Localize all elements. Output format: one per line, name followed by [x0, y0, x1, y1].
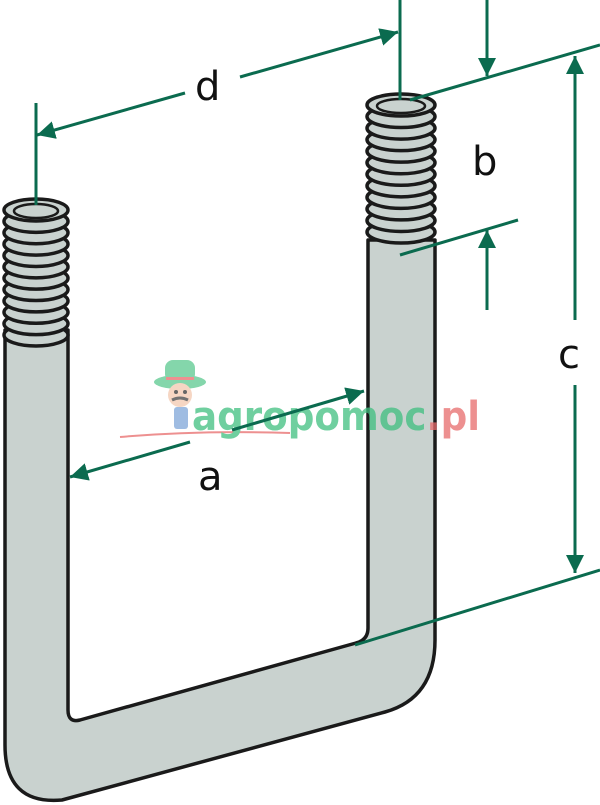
label-d: d — [195, 64, 220, 110]
label-a: a — [198, 454, 223, 500]
watermark-text: agropomoc — [192, 394, 426, 440]
dimension-c — [354, 56, 600, 647]
label-c: c — [558, 332, 580, 378]
dimension-b — [399, 0, 600, 310]
label-b: b — [472, 139, 497, 185]
right-thread — [365, 92, 437, 245]
u-bolt-body — [3, 238, 437, 803]
left-thread — [2, 197, 70, 348]
watermark-suffix: .pl — [426, 394, 480, 440]
watermark-logo: agropomoc.pl — [119, 360, 480, 440]
farmer-icon — [154, 360, 206, 429]
watermark-text-line: agropomoc.pl — [192, 394, 480, 440]
dimension-a — [69, 387, 365, 481]
watermark-swoosh — [119, 431, 291, 438]
dimension-d — [34, 0, 402, 205]
